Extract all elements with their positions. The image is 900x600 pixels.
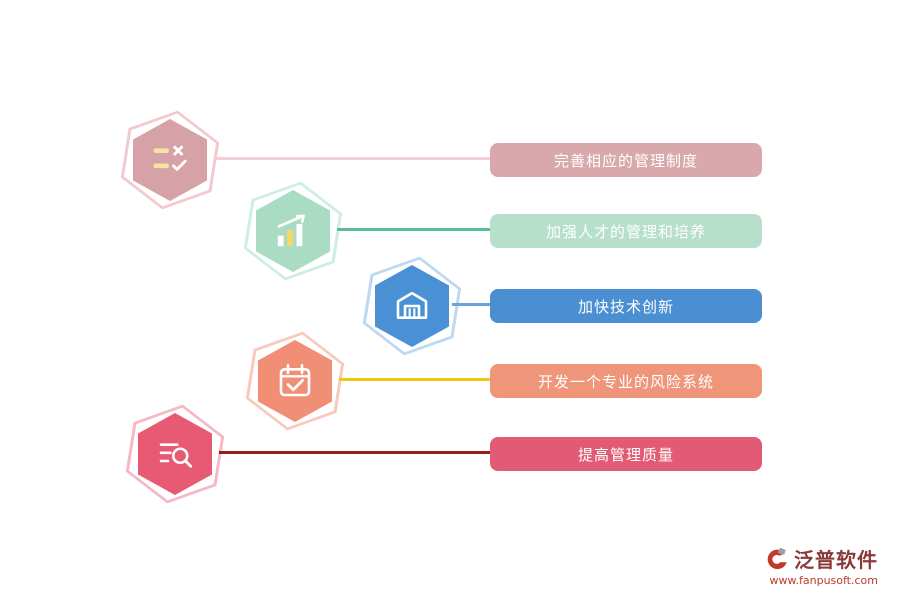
connector-line-4 [339,378,490,381]
hex-fill [133,119,207,201]
hex-node-3 [366,256,458,356]
checklist-icon [153,145,187,171]
calendar-check-icon [279,363,311,397]
connector-line-2 [337,228,490,231]
search-list-icon [159,443,193,468]
hex-node-2 [247,181,339,281]
watermark: 泛普软件 www.fanpusoft.com [764,544,878,587]
building-icon [396,291,428,319]
watermark-brand-name: 泛普软件 [794,548,878,572]
bar-chart-icon [277,214,305,247]
label-node-1: 完善相应的管理制度 [490,143,762,177]
label-node-5: 提高管理质量 [490,437,762,471]
connector-line-3 [452,303,490,306]
hex-node-1 [124,110,216,210]
connector-line-1 [214,157,490,160]
connector-line-5 [219,451,490,454]
fanpu-logo-icon [767,547,787,569]
label-node-2: 加强人才的管理和培养 [490,214,762,248]
watermark-url: www.fanpusoft.com [769,574,878,587]
label-node-3: 加快技术创新 [490,289,762,323]
hex-node-4 [249,331,341,431]
hex-node-5 [129,404,221,504]
label-node-4: 开发一个专业的风险系统 [490,364,762,398]
